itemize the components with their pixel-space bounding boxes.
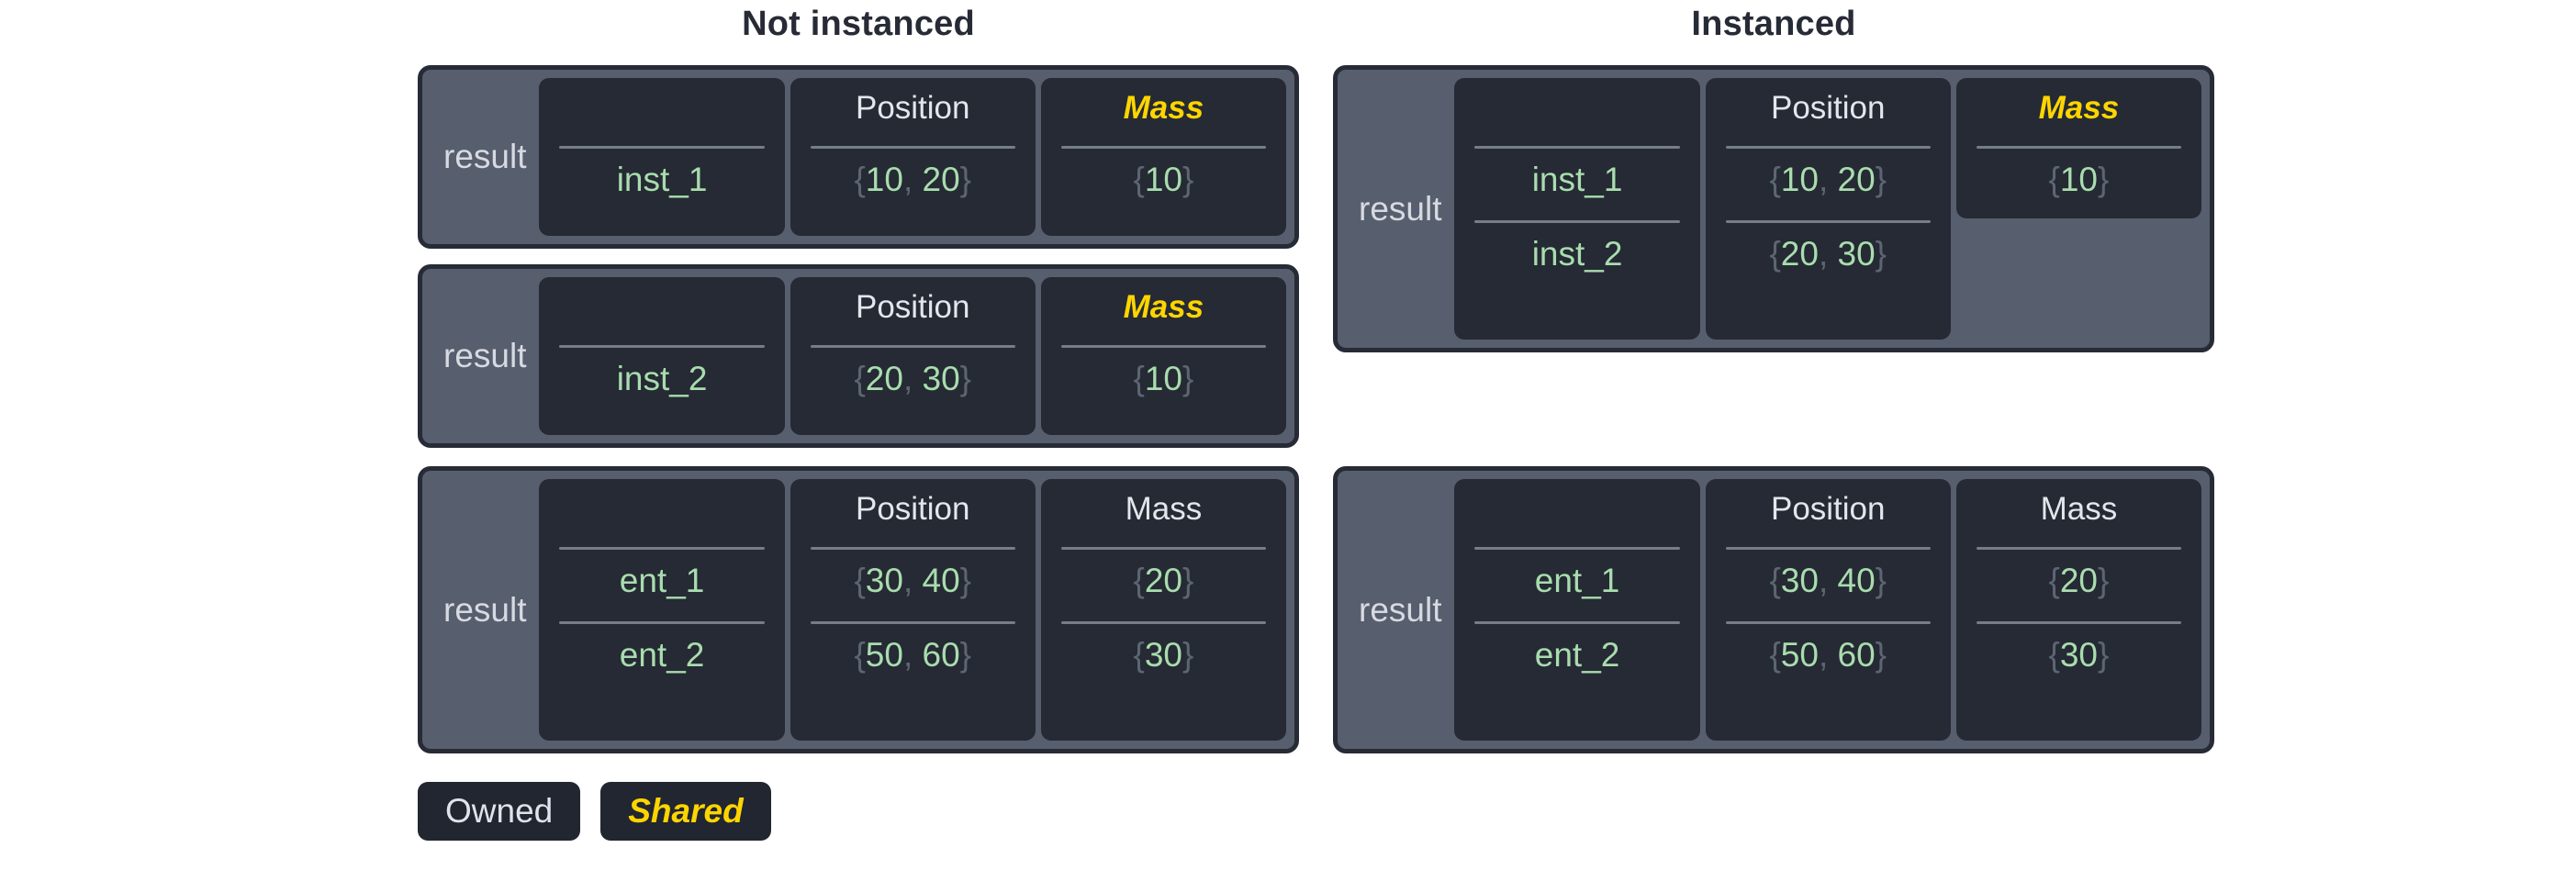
column-header-entity — [554, 284, 769, 330]
component-column-entity: inst_1 — [539, 78, 785, 236]
cell-value: {50, 60} — [854, 636, 972, 674]
result-block-right-inst: result inst_1 inst_2 Position {10, 20} {20, … — [1333, 65, 2214, 352]
component-column-entity: ent_1 ent_2 — [539, 479, 785, 741]
component-column-mass: Mass {20} {30} — [1040, 479, 1286, 741]
row-separator — [1725, 621, 1931, 624]
cell-value: {30} — [2048, 636, 2110, 674]
component-column-mass: Mass {10} — [1955, 78, 2201, 218]
cell-value: {20} — [1133, 562, 1194, 599]
cell-value: ent_2 — [1534, 636, 1620, 674]
row-separator — [810, 146, 1015, 149]
cell-value: {20} — [2048, 562, 2110, 599]
row-separator — [1976, 547, 2181, 550]
result-block-right-ent: result ent_1 ent_2 Position {30, 40} {50, 60… — [1333, 466, 2214, 753]
cell-value: {10, 20} — [854, 161, 972, 198]
cell-value: ent_1 — [1534, 562, 1620, 599]
component-column-position: Position {30, 40} {50, 60} — [1705, 479, 1951, 741]
cell-value: {50, 60} — [1769, 636, 1887, 674]
column-header-mass: Mass — [1123, 90, 1204, 126]
component-columns: ent_1 ent_2 Position {30, 40} {50, 60} Mass {2… — [539, 479, 1286, 741]
row-separator — [810, 345, 1015, 348]
column-header-entity — [554, 486, 769, 532]
cell-value: {30} — [1133, 636, 1194, 674]
column-header-position: Position — [855, 289, 970, 325]
column-header-mass: Mass — [2038, 90, 2120, 126]
row-separator — [810, 547, 1015, 550]
row-separator — [1060, 345, 1266, 348]
column-header-mass: Mass — [1123, 289, 1204, 325]
component-columns: inst_1 inst_2 Position {10, 20} {20, 30} Mass… — [1454, 78, 2201, 340]
component-column-entity: inst_1 inst_2 — [1454, 78, 1700, 340]
component-column-mass: Mass {10} — [1040, 277, 1286, 435]
column-header-entity — [554, 85, 769, 131]
row-separator — [1725, 220, 1931, 223]
row-separator — [1060, 146, 1266, 149]
component-column-entity: ent_1 ent_2 — [1454, 479, 1700, 741]
result-label: result — [1359, 590, 1442, 629]
result-label: result — [443, 138, 527, 175]
result-label: result — [443, 337, 527, 374]
cell-value: inst_2 — [1531, 235, 1623, 273]
column-header-entity — [1469, 486, 1685, 532]
cell-value: ent_1 — [619, 562, 705, 599]
column-header-entity — [1469, 85, 1685, 131]
row-separator — [559, 621, 765, 624]
result-block-left-inst2: result inst_2 Position {20, 30} Mass {10} — [418, 264, 1299, 448]
row-separator — [1474, 146, 1680, 149]
column-header-mass: Mass — [2040, 491, 2118, 527]
row-separator — [559, 146, 765, 149]
result-label: result — [1359, 189, 1442, 228]
column-header-mass: Mass — [1125, 491, 1203, 527]
cell-value: ent_2 — [619, 636, 705, 674]
row-separator — [1474, 621, 1680, 624]
row-separator — [1725, 547, 1931, 550]
cell-value: {30, 40} — [854, 562, 972, 599]
component-columns: ent_1 ent_2 Position {30, 40} {50, 60} Mass {2… — [1454, 479, 2201, 741]
row-separator — [810, 621, 1015, 624]
column-header-position: Position — [1770, 491, 1886, 527]
component-columns: inst_2 Position {20, 30} Mass {10} — [539, 277, 1286, 435]
row-separator — [1474, 220, 1680, 223]
result-label: result — [443, 590, 527, 629]
component-column-entity: inst_2 — [539, 277, 785, 435]
component-columns: inst_1 Position {10, 20} Mass {10} — [539, 78, 1286, 236]
row-separator — [1060, 621, 1266, 624]
column-header-position: Position — [855, 491, 970, 527]
component-column-mass: Mass {20} {30} — [1955, 479, 2201, 741]
legend-chip-shared: Shared — [600, 782, 771, 841]
legend: Owned Shared — [418, 782, 771, 841]
row-separator — [1474, 547, 1680, 550]
cell-value: {10} — [1133, 161, 1194, 198]
component-column-position: Position {20, 30} — [790, 277, 1036, 435]
component-column-position: Position {30, 40} {50, 60} — [790, 479, 1036, 741]
column-header-position: Position — [855, 90, 970, 126]
row-separator — [559, 547, 765, 550]
component-column-mass: Mass {10} — [1040, 78, 1286, 236]
cell-value: {30, 40} — [1769, 562, 1887, 599]
cell-value: {20, 30} — [854, 360, 972, 397]
legend-chip-owned: Owned — [418, 782, 581, 841]
row-separator — [1976, 621, 2181, 624]
column-title-not-instanced: Not instanced — [742, 5, 975, 43]
cell-value: {10} — [1133, 360, 1194, 397]
cell-value: {10, 20} — [1769, 161, 1887, 198]
column-header-position: Position — [1770, 90, 1886, 126]
row-separator — [559, 345, 765, 348]
component-column-position: Position {10, 20} — [790, 78, 1036, 236]
cell-value: inst_2 — [616, 360, 708, 397]
result-block-left-ent: result ent_1 ent_2 Position {30, 40} {50, 60… — [418, 466, 1299, 753]
result-block-left-inst1: result inst_1 Position {10, 20} Mass {10} — [418, 65, 1299, 249]
cell-value: {10} — [2048, 161, 2110, 198]
row-separator — [1976, 146, 2181, 149]
cell-value: {20, 30} — [1769, 235, 1887, 273]
row-separator — [1725, 146, 1931, 149]
cell-value: inst_1 — [1531, 161, 1623, 198]
row-separator — [1060, 547, 1266, 550]
cell-value: inst_1 — [616, 161, 708, 198]
component-column-position: Position {10, 20} {20, 30} — [1705, 78, 1951, 340]
column-title-instanced: Instanced — [1691, 5, 1856, 43]
